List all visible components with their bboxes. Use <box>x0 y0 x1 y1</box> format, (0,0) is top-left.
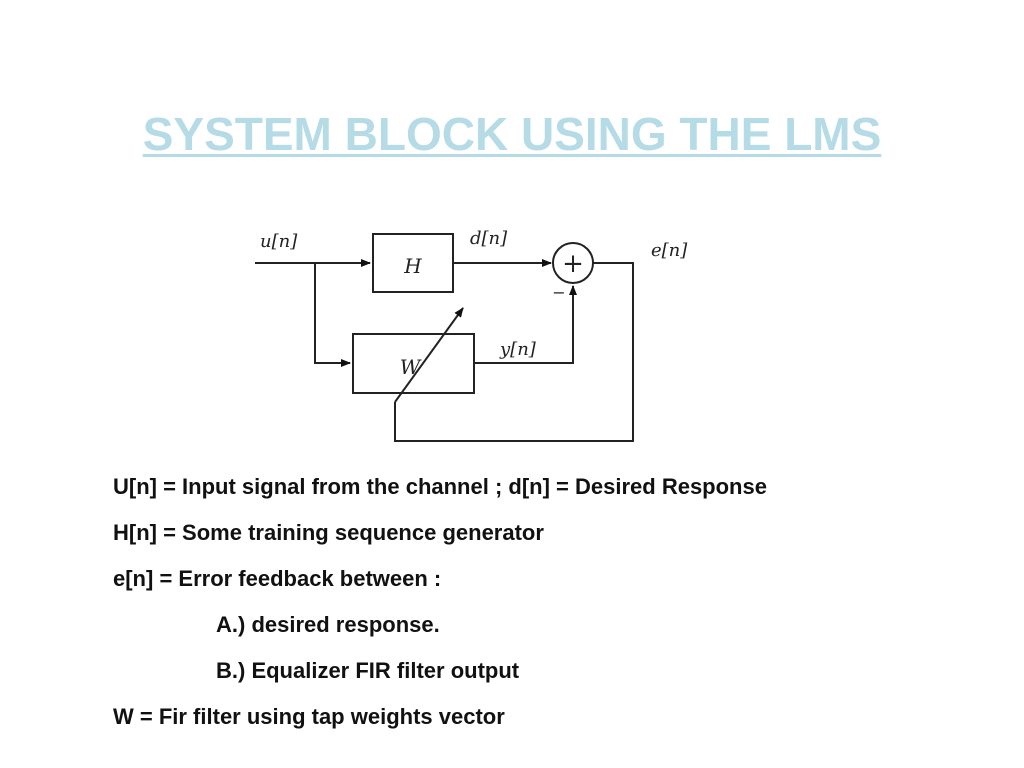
adaptation-arrow <box>394 307 464 403</box>
note-line: H[n] = Some training sequence generator <box>113 520 544 545</box>
input-signal-label: u[n] <box>260 231 298 252</box>
error-signal-label: e[n] <box>651 240 688 261</box>
block-w-label: W <box>400 355 422 379</box>
desired-response-label: d[n] <box>470 228 508 249</box>
block-h-label: H <box>403 254 422 278</box>
slide-title: SYSTEM BLOCK USING THE LMS <box>142 108 882 160</box>
notes-list: U[n] = Input signal from the channel ; d… <box>113 470 993 746</box>
note-line: W = Fir filter using tap weights vector <box>113 704 505 729</box>
summer-minus-sign: − <box>552 283 565 302</box>
summer-plus-sign: + <box>562 249 584 279</box>
filter-output-label: y[n] <box>499 339 537 360</box>
input-branch-line <box>314 263 351 367</box>
filter-output-line <box>474 285 577 364</box>
note-line: A.) desired response. <box>216 612 440 637</box>
note-line: B.) Equalizer FIR filter output <box>216 658 520 683</box>
error-feedback-line <box>394 262 634 442</box>
note-line: e[n] = Error feedback between : <box>113 566 442 591</box>
note-line: U[n] = Input signal from the channel ; d… <box>113 474 767 499</box>
